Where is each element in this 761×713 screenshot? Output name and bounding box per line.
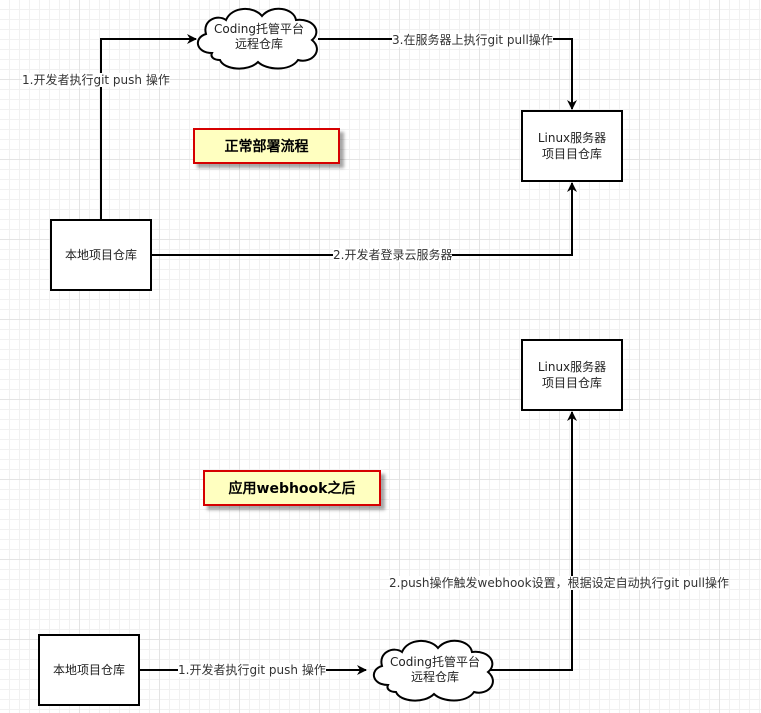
remote-repo-cloud-bottom[interactable]: Coding托管平台 远程仓库 [376, 655, 494, 685]
edge-label-login-top: 2.开发者登录云服务器 [333, 248, 453, 262]
local-repo-box-bottom[interactable]: 本地项目仓库 [38, 634, 140, 706]
server-label-line2: 项目目仓库 [541, 147, 602, 161]
linux-server-box-top[interactable]: Linux服务器 项目目仓库 [521, 110, 623, 182]
cloud-shape-bottom [372, 639, 494, 702]
server-label-line1: Linux服务器 [537, 131, 607, 145]
local-repo-label: 本地项目仓库 [64, 248, 137, 262]
cloud-label-line2: 远程仓库 [410, 670, 459, 684]
edge-login-top [151, 182, 577, 256]
edge-push-top [100, 34, 197, 220]
edge-label-pull-top: 3.在服务器上执行git pull操作 [392, 33, 553, 47]
server-label-line1: Linux服务器 [537, 360, 607, 374]
cloud-shape-top [196, 7, 318, 70]
cloud-label-line2: 远程仓库 [234, 37, 283, 51]
edge-label-push-bottom: 1.开发者执行git push 操作 [178, 663, 326, 677]
linux-server-box-bottom[interactable]: Linux服务器 项目目仓库 [521, 339, 623, 411]
remote-repo-cloud-top[interactable]: Coding托管平台 远程仓库 [200, 22, 318, 52]
edge-pull-top [318, 38, 577, 110]
edge-trigger-bottom [490, 411, 577, 671]
edge-label-trigger-bottom: 2.push操作触发webhook设置，根据设定自动执行git pull操作 [389, 576, 729, 590]
cloud-label-line1: Coding托管平台 [214, 22, 304, 36]
normal-flow-title-note: 正常部署流程 [193, 128, 340, 164]
cloud-label-line1: Coding托管平台 [390, 655, 480, 669]
webhook-flow-title-note: 应用webhook之后 [203, 470, 381, 506]
local-repo-label: 本地项目仓库 [52, 663, 125, 677]
edge-label-push-top: 1.开发者执行git push 操作 [22, 73, 170, 87]
server-label-line2: 项目目仓库 [541, 376, 602, 390]
local-repo-box-top[interactable]: 本地项目仓库 [50, 219, 152, 291]
